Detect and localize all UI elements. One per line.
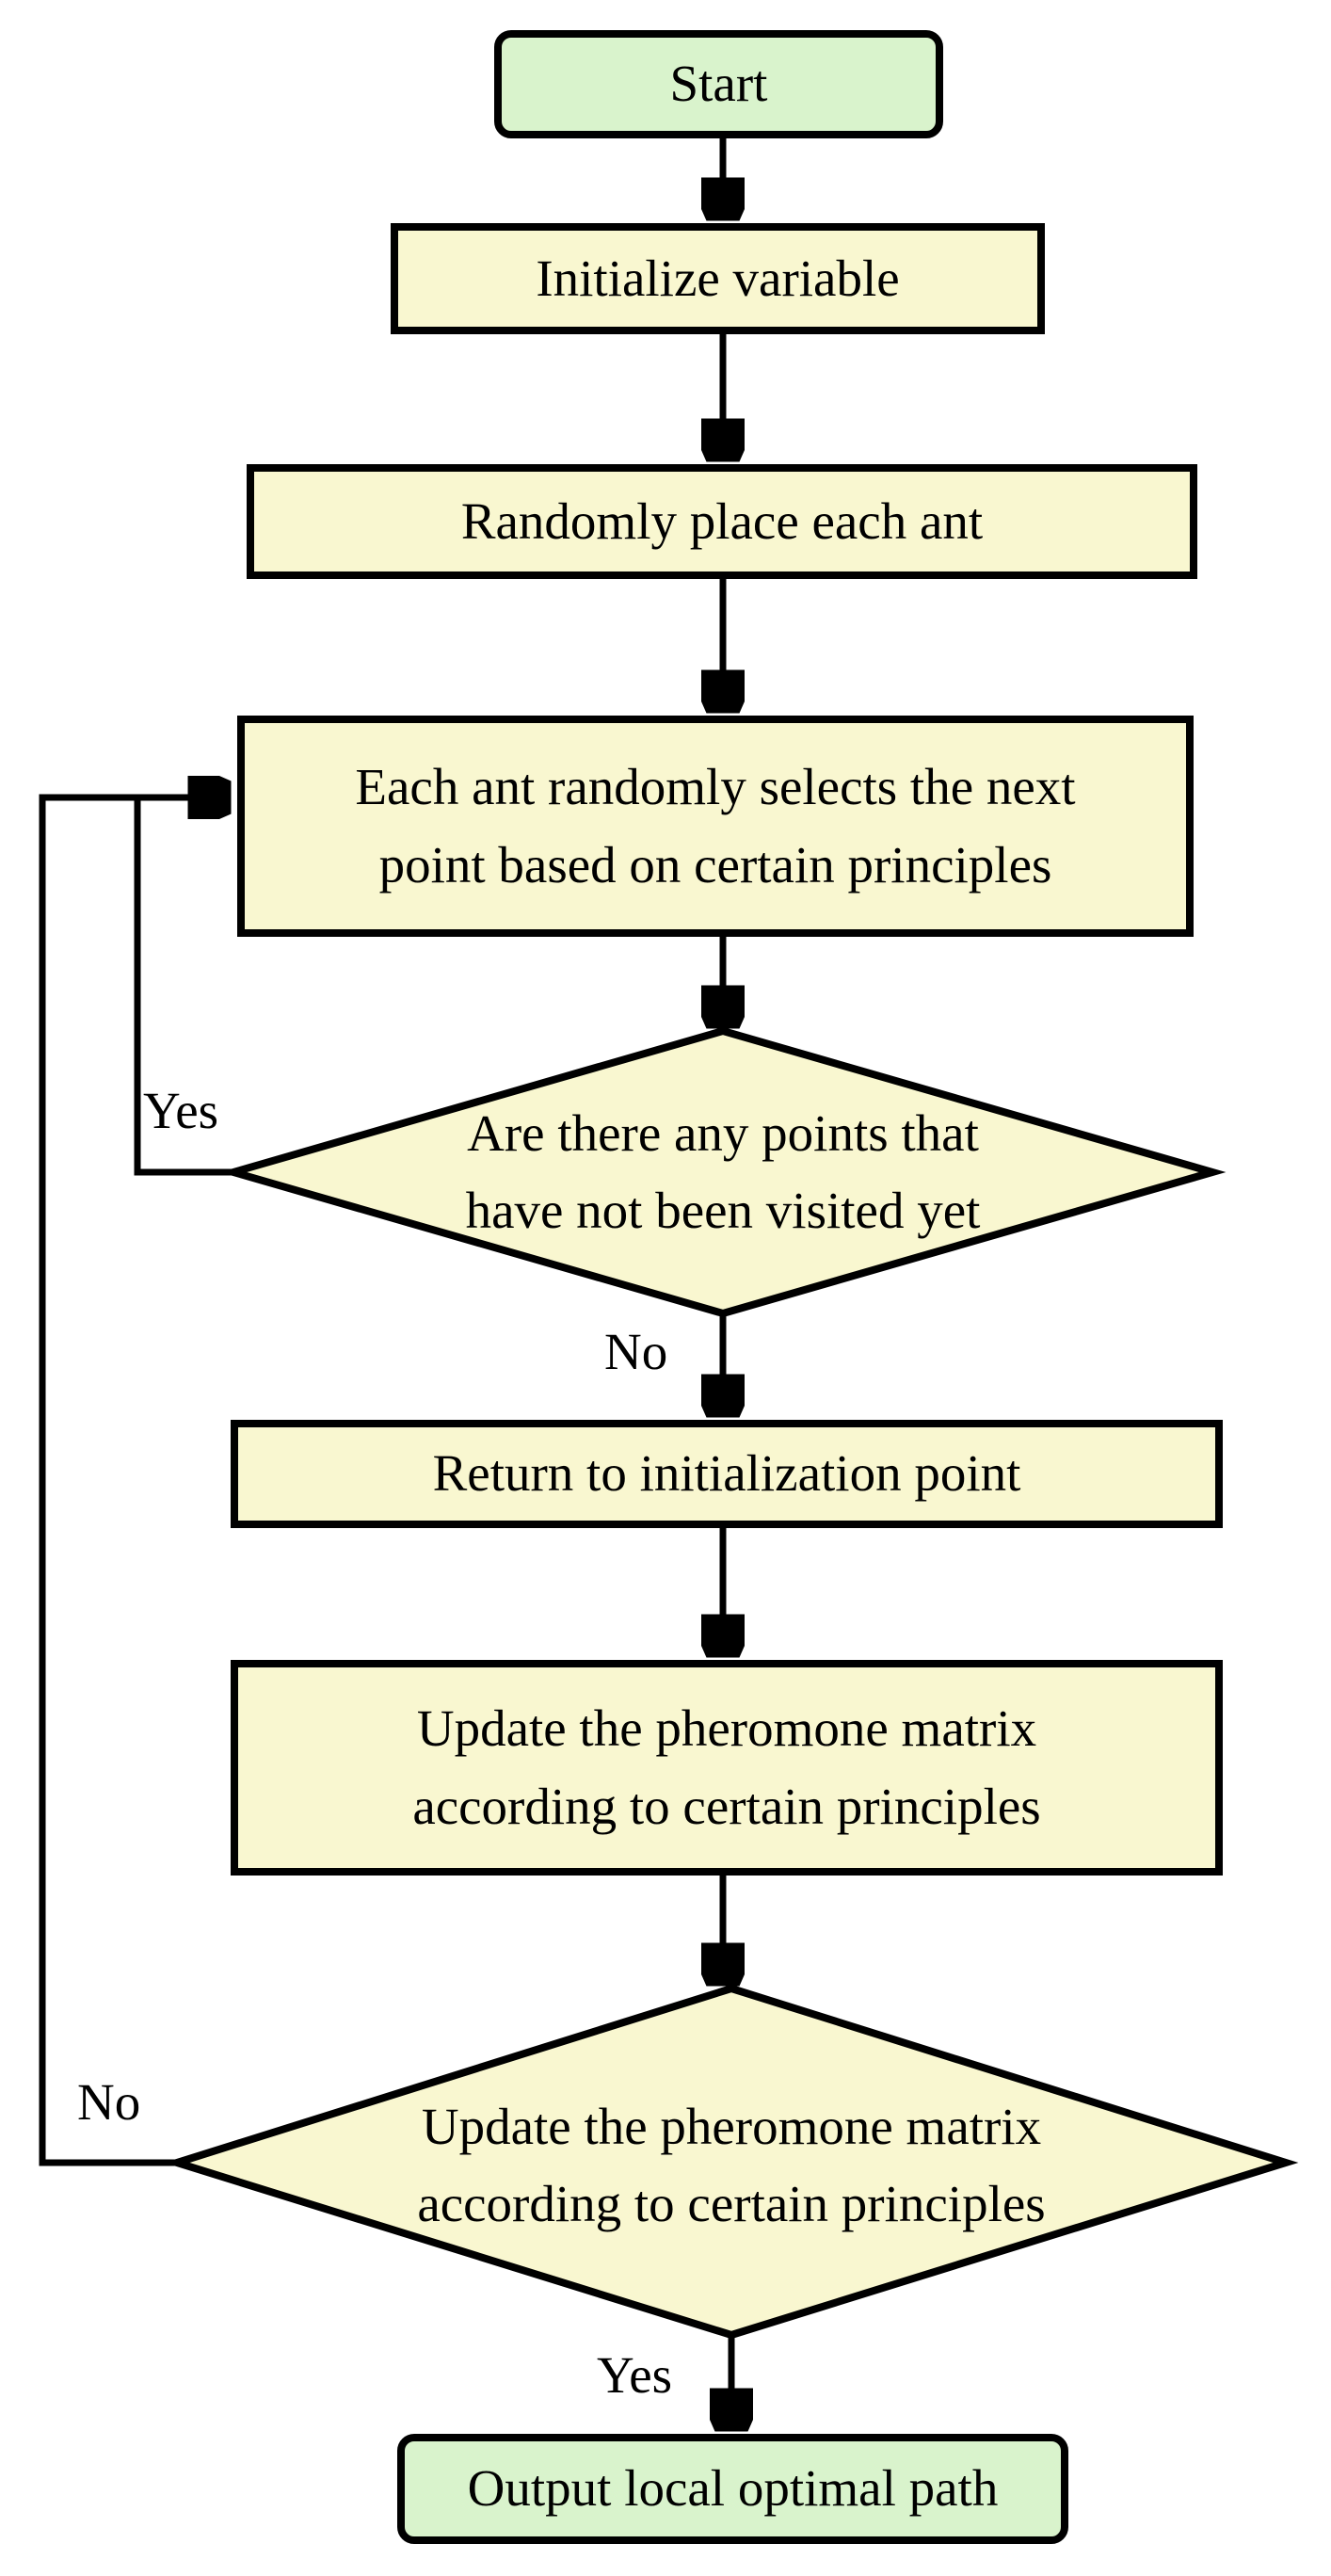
decision2-label-line1: Update the pheromone matrix [421, 2097, 1042, 2155]
decision1-yes-label: Yes [143, 1082, 219, 1139]
decision2-yes-label: Yes [597, 2346, 673, 2404]
update-pheromone-node: Update the pheromone matrix according to… [231, 1660, 1223, 1876]
decision1-no-label: No [604, 1323, 668, 1380]
initialize-label: Initialize variable [536, 249, 900, 307]
decision1-diamond [219, 1026, 1227, 1318]
place-ants-label: Randomly place each ant [460, 491, 984, 550]
decision1-label: Are there any points that have not been … [252, 1090, 1194, 1254]
initialize-node: Initialize variable [391, 223, 1045, 334]
select-next-label-line2: point based on certain principles [378, 835, 1052, 894]
loop-line-decision2-no [39, 797, 229, 2166]
output-label: Output local optimal path [467, 2459, 999, 2518]
start-node: Start [494, 30, 943, 138]
select-next-label-line1: Each ant randomly selects the next [355, 758, 1076, 815]
decision2-diamond [164, 1984, 1299, 2340]
decision2-label-line2: according to certain principles [417, 2175, 1046, 2232]
select-next-node: Each ant randomly selects the next point… [237, 716, 1194, 937]
return-init-node: Return to initialization point [231, 1420, 1223, 1528]
return-init-label: Return to initialization point [432, 1444, 1021, 1503]
decision1-label-line1: Are there any points that [467, 1103, 979, 1162]
update-pheromone-label-line2: according to certain principles [412, 1777, 1041, 1835]
update-pheromone-label-line1: Update the pheromone matrix [416, 1699, 1037, 1757]
output-node: Output local optimal path [397, 2434, 1068, 2544]
decision1-label-line2: have not been visited yet [465, 1182, 981, 1239]
place-ants-node: Randomly place each ant [247, 464, 1197, 579]
decision2-label: Update the pheromone matrix according to… [261, 2084, 1202, 2247]
decision2-no-label: No [77, 2073, 141, 2131]
loop-line-decision1-yes [134, 797, 233, 1176]
start-label: Start [669, 55, 768, 113]
